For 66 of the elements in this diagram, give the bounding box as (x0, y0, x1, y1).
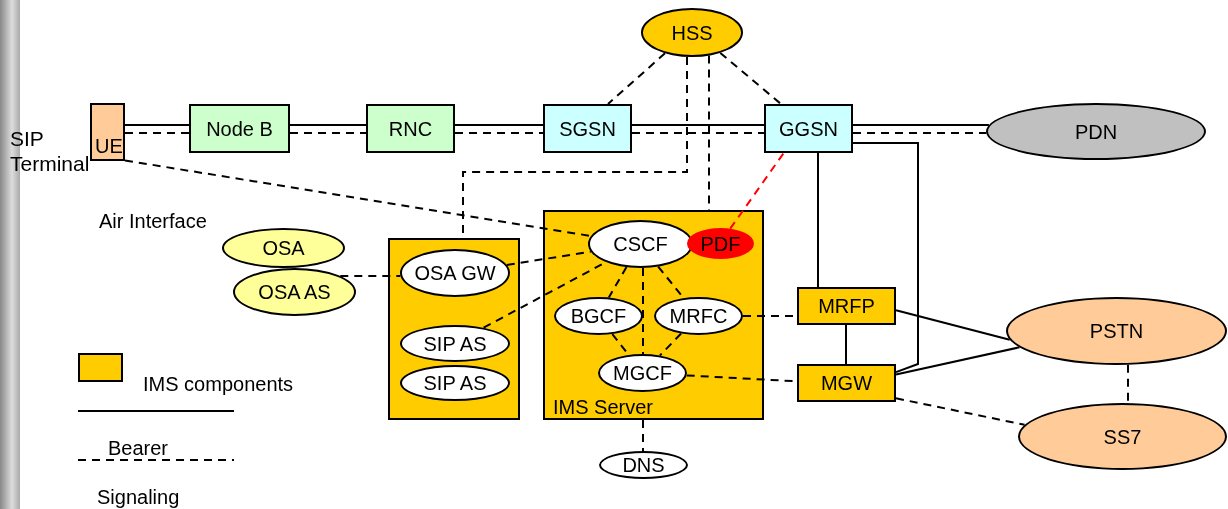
signaling-line (1127, 363, 1129, 404)
node-label: MGW (820, 372, 873, 394)
node-label: PSTN (1089, 320, 1144, 342)
process-box (543, 104, 632, 153)
node-label: RNC (388, 117, 433, 140)
process-box (797, 287, 896, 325)
node-label: MRFC (669, 305, 728, 327)
signaling-line (607, 266, 628, 299)
node-label: CSCF (613, 233, 668, 255)
ellipse-node (554, 297, 643, 335)
terminal-caption: SIP Terminal (10, 126, 91, 176)
process-box (189, 104, 290, 153)
node-label: OSA GW (414, 262, 496, 284)
legend-label: Signaling (97, 486, 180, 508)
node-label: PDN (1074, 120, 1118, 143)
node-label: SGSN (559, 117, 616, 140)
bearer-line (895, 346, 1021, 376)
legend-label: IMS components (143, 373, 294, 395)
signaling-line (719, 51, 782, 105)
node-label: MGCF (613, 362, 672, 384)
node-label: IMS Server (553, 396, 654, 418)
bearer-line (289, 124, 367, 126)
bearer-line (817, 152, 819, 288)
bearer-line (631, 124, 765, 126)
legend-label: Bearer (108, 437, 169, 459)
bearer-line (852, 124, 990, 126)
signaling-line (729, 152, 785, 230)
signaling-line (631, 132, 765, 134)
interface-label: Air Interface (99, 210, 207, 232)
node-label: BGCF (570, 305, 627, 327)
bearer-line (454, 124, 544, 126)
node-label: SIP AS (423, 332, 487, 355)
signaling-line (124, 132, 190, 134)
process-box (543, 210, 764, 420)
node-label: GGSN (779, 117, 838, 140)
signaling-line (658, 332, 683, 357)
process-box (764, 104, 853, 153)
bearer-line (845, 324, 847, 365)
process-box (366, 104, 455, 153)
node-label: SIP AS (423, 372, 487, 394)
signaling-line (454, 132, 544, 134)
node-label: HSS (671, 21, 713, 44)
signaling-line (642, 267, 644, 355)
process-box (797, 364, 896, 402)
node-label: MRFP (818, 295, 875, 317)
container-box (388, 238, 520, 420)
node-label: Node B (206, 117, 273, 140)
node-label: UE (95, 135, 123, 157)
ellipse-node (687, 228, 754, 259)
node-label: OSA AS (258, 281, 331, 303)
node-label: SS7 (1103, 425, 1142, 448)
signaling-line (289, 132, 367, 134)
signaling-line (895, 397, 1026, 426)
signaling-line (124, 159, 592, 237)
process-box (90, 103, 125, 161)
node-label: PDF (700, 232, 741, 255)
node-label: OSA (262, 237, 305, 259)
signaling-line (852, 132, 988, 134)
node-label: DNS (622, 454, 665, 476)
bearer-line (124, 124, 190, 126)
bearer-line (895, 309, 1011, 341)
bearer-line (852, 142, 919, 374)
signaling-line (339, 275, 402, 277)
signaling-line (607, 52, 666, 105)
signaling-line (505, 250, 592, 266)
signaling-line (642, 419, 644, 452)
